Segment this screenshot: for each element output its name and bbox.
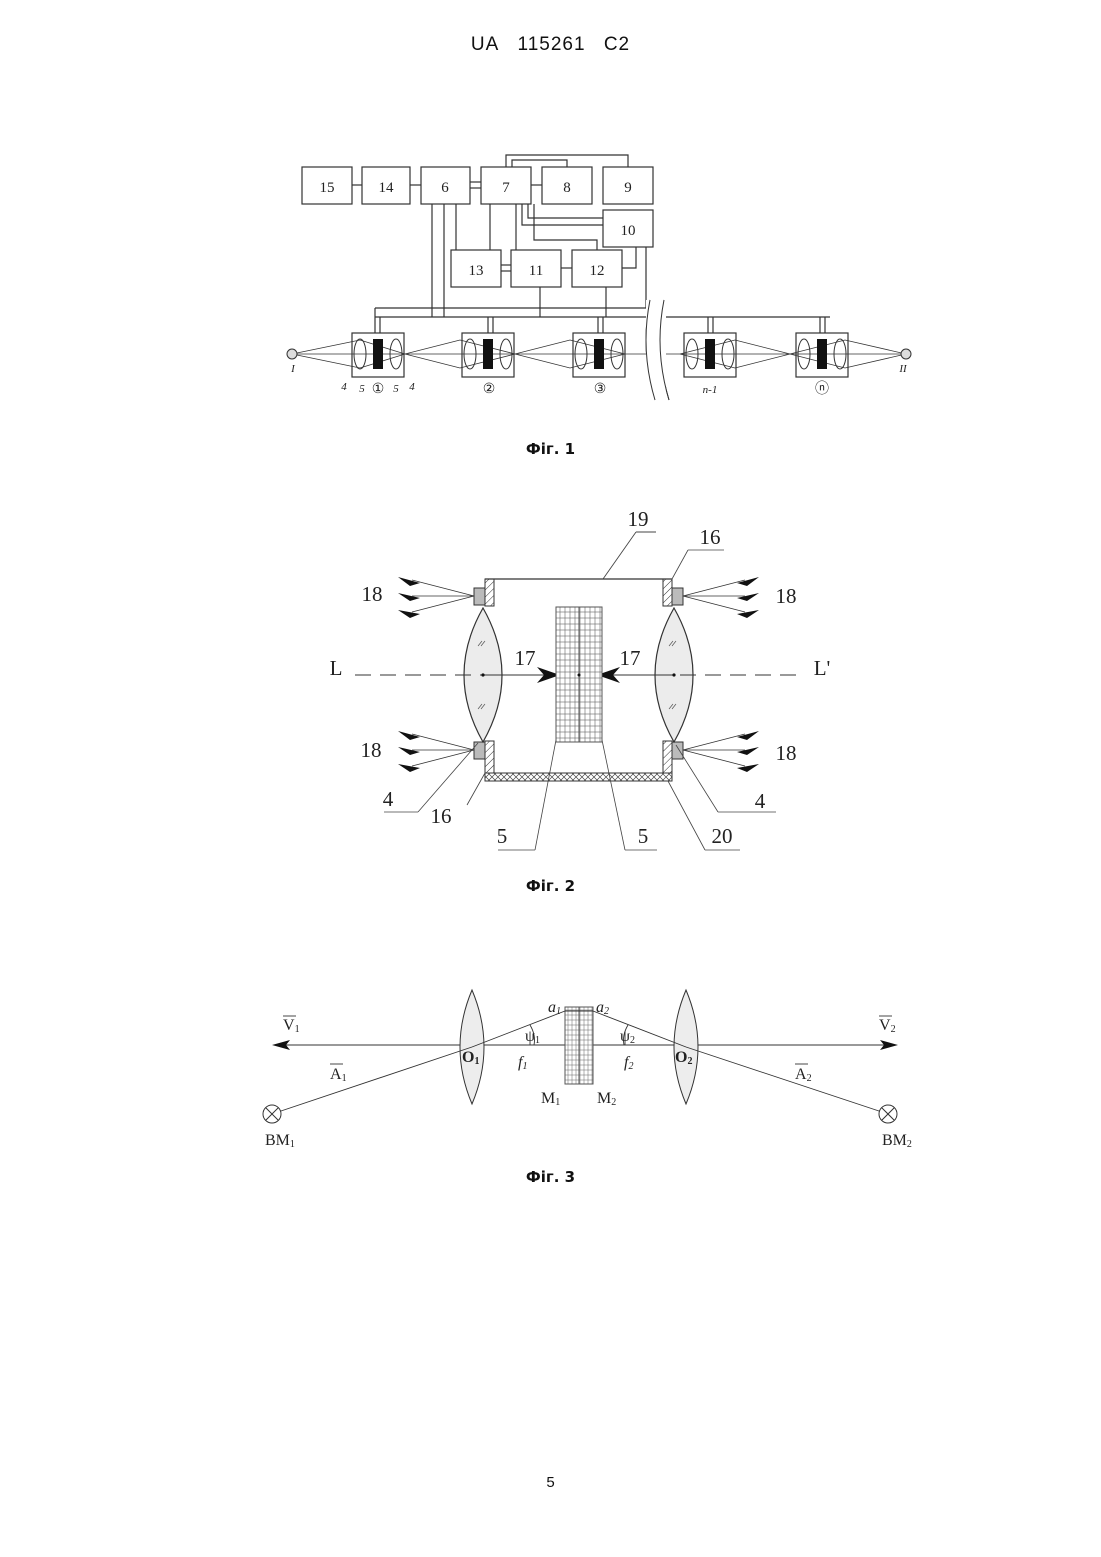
label-m1: M1 (541, 1090, 560, 1108)
label-5a: 5 (359, 383, 365, 395)
label-13: 13 (469, 263, 484, 279)
cell-3: ③ (594, 382, 607, 397)
cell-2: ② (483, 382, 496, 397)
page-number: 5 (0, 1474, 1101, 1491)
label-11: 11 (529, 263, 543, 279)
fig1-caption: Фіг. 1 (0, 440, 1101, 458)
label-psi2: ψ2 (620, 1028, 635, 1046)
label-m2: M2 (597, 1090, 616, 1108)
label-16-bottom: 16 (431, 804, 452, 828)
matrix-left (556, 607, 579, 742)
label-pa2: a2 (596, 999, 609, 1017)
source-I (287, 349, 297, 359)
label-f2: f2 (624, 1054, 633, 1072)
label-16-top: 16 (700, 525, 721, 549)
label-9: 9 (624, 180, 632, 196)
label-4-left: 4 (383, 787, 394, 811)
fig2-caption: Фіг. 2 (0, 877, 1101, 895)
led-bottom-left (474, 742, 485, 759)
base-plate (485, 773, 672, 781)
cell-n: ⓝ (815, 381, 829, 397)
label-L: L (330, 656, 343, 680)
label-7: 7 (502, 180, 510, 196)
label-v2: V2 (879, 1017, 896, 1035)
label-5-left: 5 (497, 824, 508, 848)
figure-1: 15 14 6 7 8 9 10 13 11 12 I II 4 5 5 4 ①… (0, 150, 1101, 410)
label-10: 10 (621, 223, 636, 239)
label-pa1: a1 (548, 999, 561, 1017)
label-6: 6 (441, 180, 449, 196)
patent-number: 115261 (518, 34, 586, 55)
label-19: 19 (628, 507, 649, 531)
patent-header: UA 115261 C2 (0, 34, 1101, 56)
cell-1: ① (372, 382, 385, 397)
lamp-bm2 (879, 1105, 897, 1123)
label-L-prime: L' (814, 656, 831, 680)
label-20: 20 (712, 824, 733, 848)
matrix-m2 (579, 1007, 593, 1084)
label-bm1: BM1 (265, 1132, 295, 1150)
label-II: II (898, 363, 908, 375)
matrix-right (579, 607, 602, 742)
led-bottom-right (672, 742, 683, 759)
label-17-left: 17 (515, 646, 536, 670)
fig3-caption: Фіг. 3 (0, 1168, 1101, 1186)
label-18-tl: 18 (362, 582, 383, 606)
receiver-II (901, 349, 911, 359)
label-f1: f1 (518, 1054, 527, 1072)
label-14: 14 (379, 180, 395, 196)
patent-kind: C2 (604, 34, 630, 55)
lamp-bm1 (263, 1105, 281, 1123)
label-bm2: BM2 (882, 1132, 912, 1150)
label-4b: 4 (409, 381, 415, 393)
country-code: UA (471, 34, 499, 55)
label-4-right: 4 (755, 789, 766, 813)
label-8: 8 (563, 180, 571, 196)
cell-n-1: n-1 (703, 384, 718, 396)
label-18-bl: 18 (361, 738, 382, 762)
label-a2: A2 (795, 1066, 812, 1084)
label-5-right: 5 (638, 824, 649, 848)
label-18-br: 18 (776, 741, 797, 765)
led-top-left (474, 588, 485, 605)
label-a1: A1 (330, 1066, 347, 1084)
led-top-right (672, 588, 683, 605)
figure-3: V1 V2 A1 A2 O1 O2 a1 a2 ψ1 ψ2 f1 f2 M1 M… (0, 985, 1101, 1155)
label-psi1: ψ1 (525, 1028, 540, 1046)
label-17-right: 17 (620, 646, 641, 670)
label-4a: 4 (341, 381, 347, 393)
label-12: 12 (590, 263, 605, 279)
figure-2: 19 16 18 18 L L' 17 17 18 18 4 4 16 5 5 … (0, 500, 1101, 860)
matrix-m1 (565, 1007, 579, 1084)
label-I: I (290, 363, 296, 375)
label-v1: V1 (283, 1017, 300, 1035)
label-5b: 5 (393, 383, 399, 395)
label-18-tr: 18 (776, 584, 797, 608)
label-15: 15 (320, 180, 335, 196)
